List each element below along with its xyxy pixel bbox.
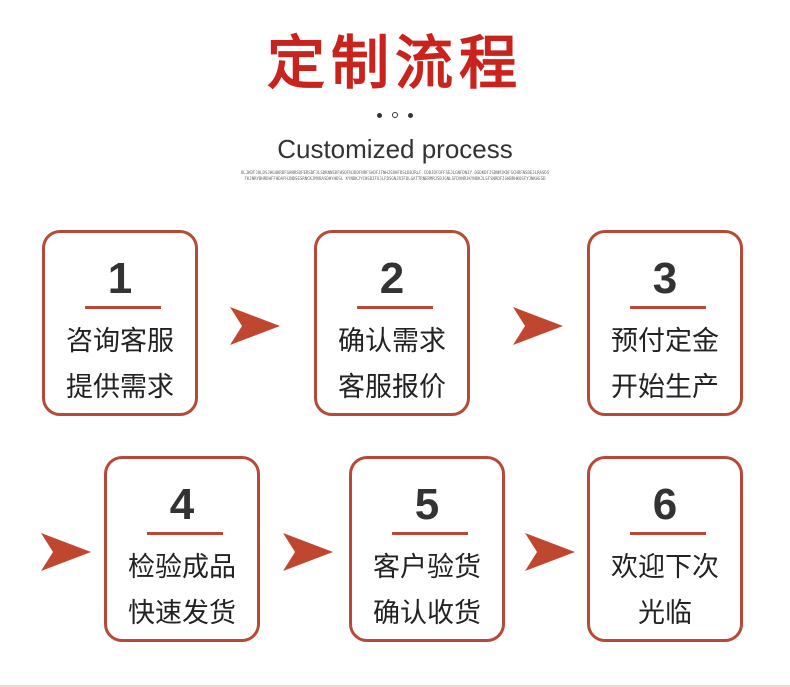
step-number: 5 [414,480,440,529]
dot-hollow-icon [392,112,398,118]
step-card-2: 2 确认需求 客服报价 [314,230,470,416]
step-card-1: 1 咨询客服 提供需求 [42,230,198,416]
step-number: 4 [169,480,195,529]
page-subtitle: Customized process [277,134,513,164]
step-divider [357,306,433,309]
decorative-dots [377,111,413,119]
step-title: 预付定金 [611,326,719,357]
step-description: 开始生产 [611,372,719,403]
fine-print: OLJKDFJULDSJHGUKRDFGHNRSDFERSDFJLSDKNNSD… [240,170,550,181]
arrow-right-icon [283,533,333,571]
step-divider [630,306,706,309]
step-divider [85,306,161,309]
arrow-right-icon [41,533,91,571]
step-divider [630,532,706,535]
step-title: 客户验货 [373,552,481,583]
arrow-right-icon [525,533,575,571]
step-card-5: 5 客户验货 确认收货 [349,456,505,642]
step-description: 光临 [638,598,692,629]
arrow-right-icon [513,307,563,345]
step-title: 欢迎下次 [611,552,719,583]
step-card-6: 6 欢迎下次 光临 [587,456,743,642]
step-number: 2 [379,254,405,303]
step-description: 快速发货 [128,598,236,629]
step-description: 客服报价 [338,372,446,403]
step-description: 确认收货 [373,598,481,629]
step-card-3: 3 预付定金 开始生产 [587,230,743,416]
step-number: 1 [107,254,133,303]
step-number: 3 [652,254,678,303]
step-divider [392,532,468,535]
step-card-4: 4 检验成品 快速发货 [104,456,260,642]
step-title: 咨询客服 [66,326,174,357]
dot-icon [408,112,413,118]
step-divider [147,532,223,535]
bottom-divider [0,685,790,687]
step-title: 检验成品 [128,552,236,583]
step-title: 确认需求 [338,326,446,357]
arrow-right-icon [230,307,280,345]
dot-icon [377,112,382,118]
step-description: 提供需求 [66,372,174,403]
step-number: 6 [652,480,678,529]
page-title: 定制流程 [266,29,523,97]
